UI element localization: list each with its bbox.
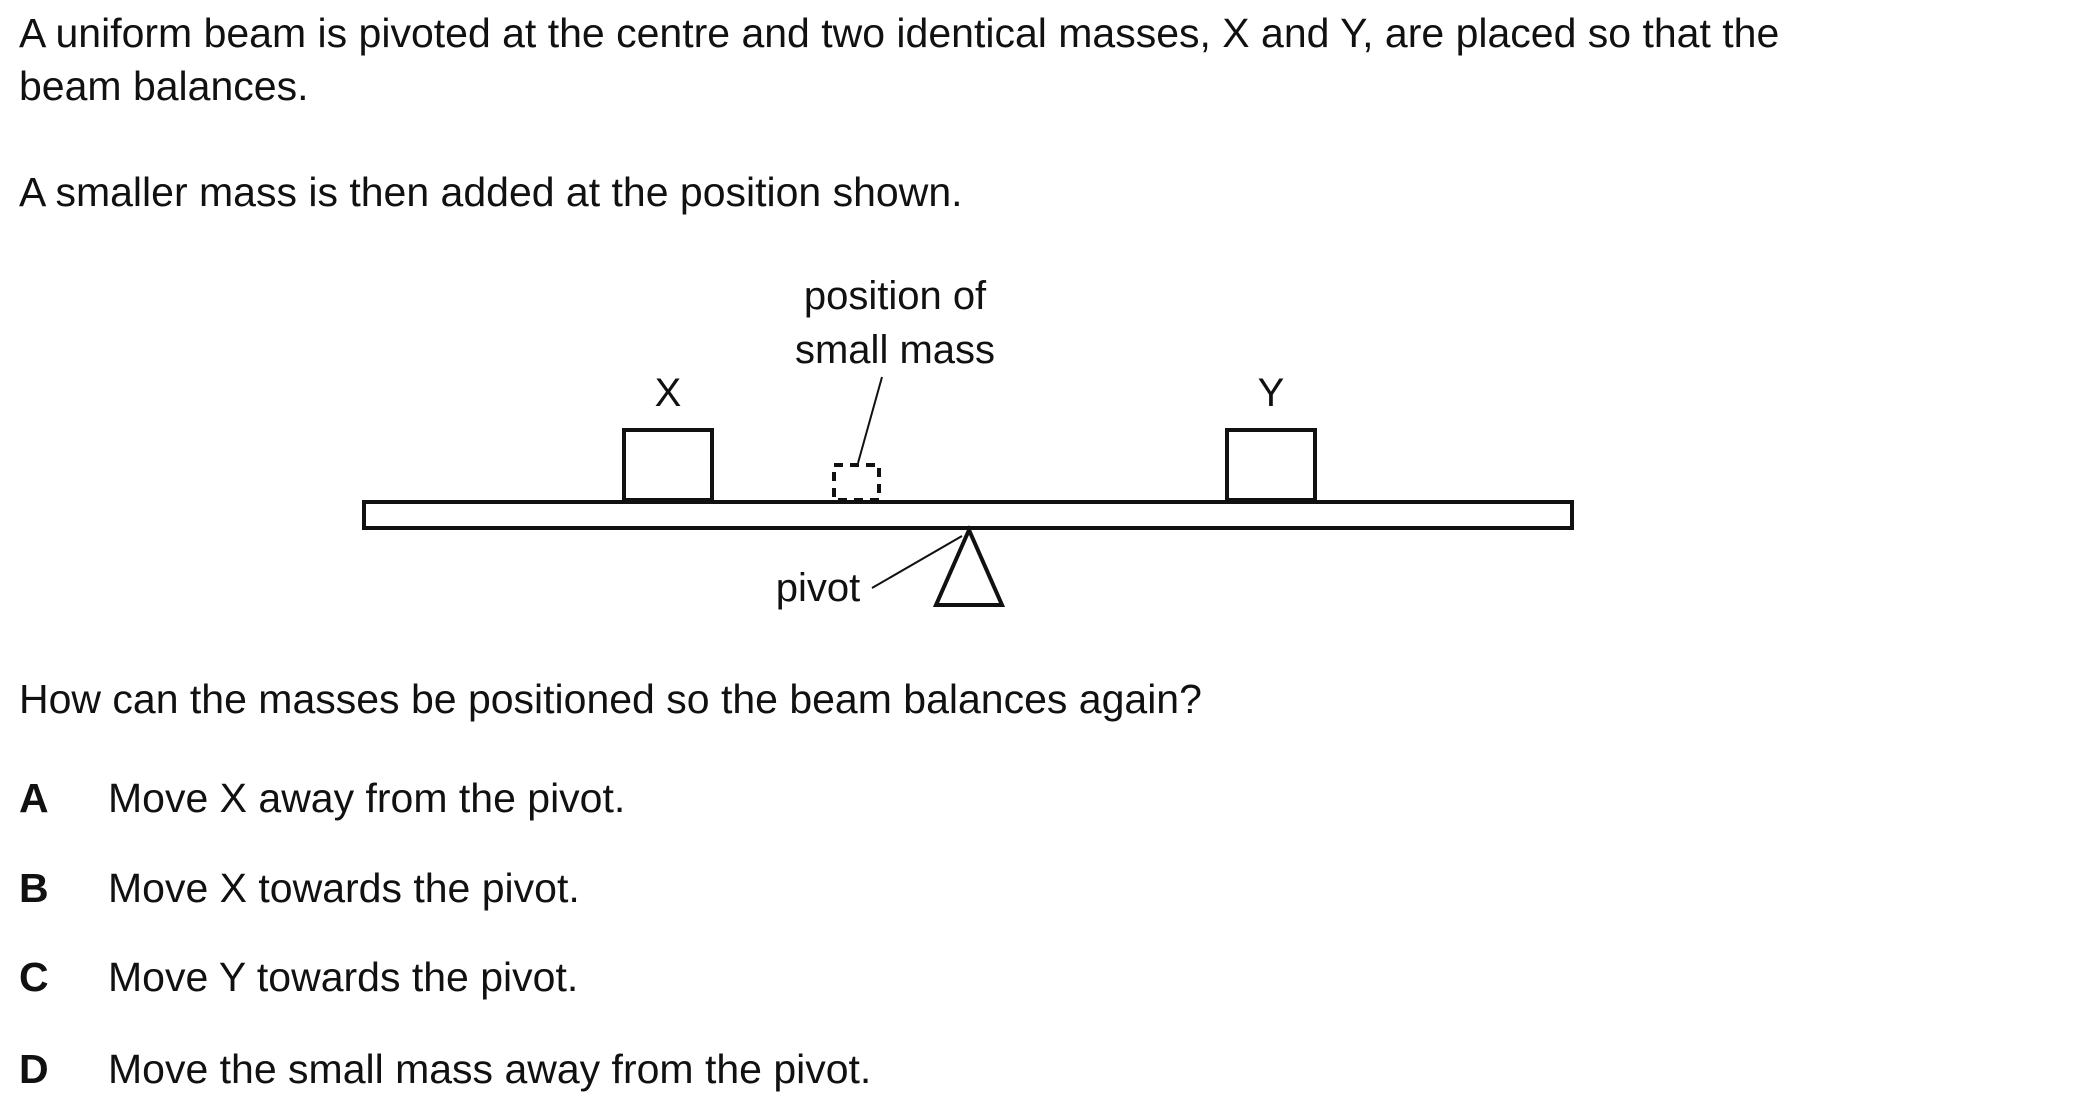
- mass-x: [622, 428, 714, 502]
- mass-y: [1225, 428, 1317, 502]
- pivot-leader-line: [871, 535, 963, 589]
- option-text: Move Y towards the pivot.: [108, 954, 579, 1000]
- option-letter: B: [19, 865, 49, 911]
- option-letter: A: [19, 775, 49, 821]
- label-y: Y: [1257, 371, 1285, 415]
- label-x: X: [654, 371, 682, 415]
- option-letter: C: [19, 954, 49, 1000]
- label-position-of: position of: [803, 274, 987, 318]
- pivot-triangle: [932, 525, 1006, 607]
- beam: [362, 500, 1574, 530]
- small-mass-position: [832, 463, 881, 502]
- small-mass-leader-line: [857, 376, 883, 464]
- label-small-mass: small mass: [794, 328, 996, 372]
- option-letter: D: [19, 1046, 49, 1092]
- option-text: Move the small mass away from the pivot.: [108, 1046, 872, 1092]
- intro-paragraph-2: A smaller mass is then added at the posi…: [19, 169, 963, 215]
- label-pivot: pivot: [775, 566, 861, 610]
- option-text: Move X towards the pivot.: [108, 865, 580, 911]
- intro-text-line1: A uniform beam is pivoted at the centre …: [19, 10, 1780, 56]
- question-prompt: How can the masses be positioned so the …: [19, 676, 1202, 722]
- intro-text-line2: beam balances.: [19, 63, 309, 109]
- option-text: Move X away from the pivot.: [108, 775, 626, 821]
